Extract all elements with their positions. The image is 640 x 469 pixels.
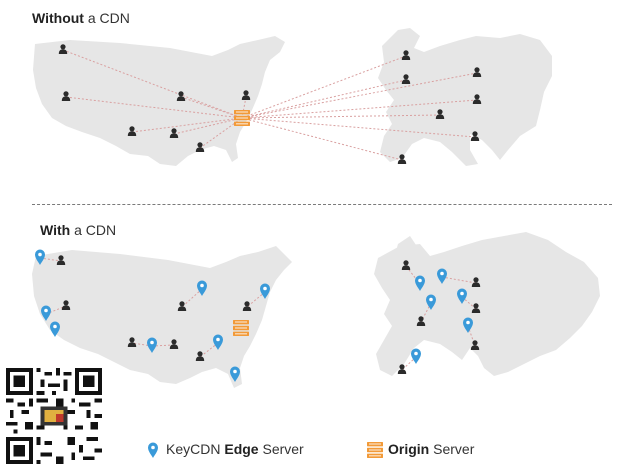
- legend-origin-suffix: Server: [429, 441, 475, 457]
- qr-code-icon: [6, 368, 102, 464]
- map-pin-icon: [411, 348, 421, 364]
- without-cdn-title: Without a CDN: [32, 10, 130, 26]
- legend-edge-server: KeyCDN Edge Server: [146, 441, 304, 457]
- europe-map-top: [378, 28, 552, 166]
- with-cdn-title: With a CDN: [40, 222, 116, 238]
- legend-edge-suffix: Server: [258, 441, 304, 457]
- with-cdn-title-bold: With: [40, 222, 71, 238]
- usa-map-top: [33, 36, 285, 166]
- server-stack-icon: [234, 110, 250, 126]
- without-cdn-title-bold: Without: [32, 10, 84, 26]
- legend-origin-bold: Origin: [388, 441, 430, 457]
- server-stack-icon: [233, 320, 249, 336]
- connection-lines-top: [62, 49, 478, 161]
- legend-origin-label: Origin Server: [388, 441, 474, 457]
- with-cdn-title-rest: a CDN: [70, 222, 117, 238]
- legend-edge-bold: Edge: [224, 441, 259, 457]
- europe-map-bottom: [374, 232, 600, 376]
- section-divider: [32, 204, 612, 205]
- usa-map-bottom: [32, 246, 292, 388]
- legend-edge-label: KeyCDN Edge Server: [166, 441, 304, 457]
- legend-edge-prefix: KeyCDN: [166, 441, 225, 457]
- legend-origin-server: Origin Server: [368, 441, 474, 457]
- without-cdn-title-rest: a CDN: [83, 10, 130, 26]
- uk-map-bottom: [394, 236, 418, 278]
